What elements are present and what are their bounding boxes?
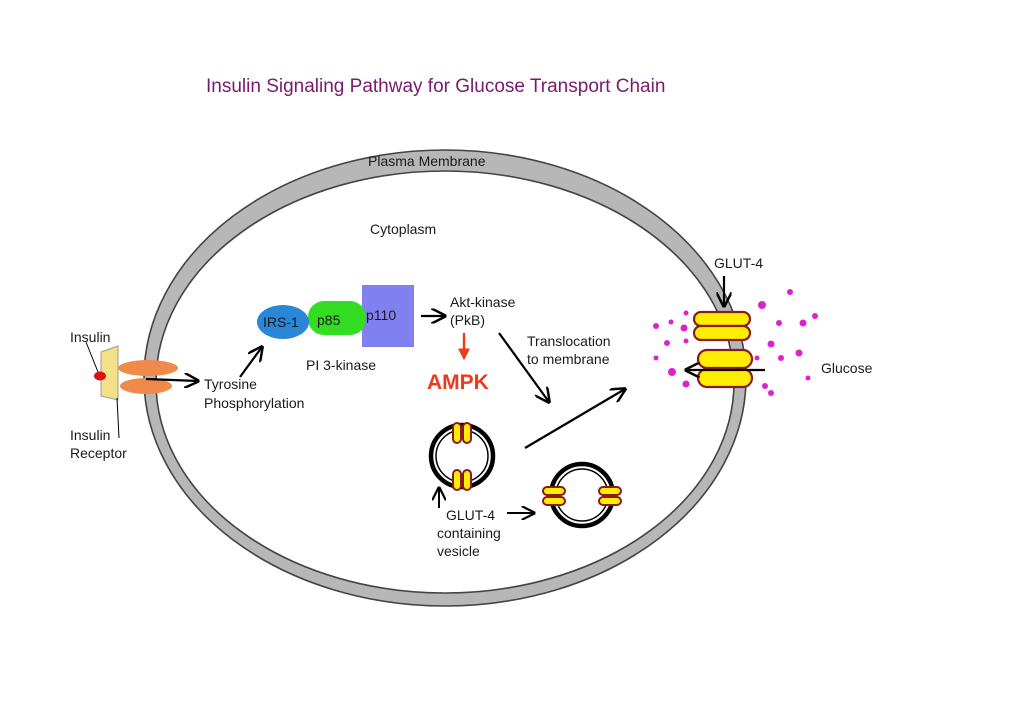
p85-label: p85 (317, 312, 341, 328)
translocation-label-1: Translocation (527, 333, 611, 349)
vesicle-label-2: containing (437, 525, 501, 541)
p110-subunit (362, 285, 414, 347)
glucose-label: Glucose (821, 360, 873, 376)
glut4-vesicle-1 (428, 422, 496, 491)
tyrosine-label-2: Phosphorylation (204, 395, 304, 411)
translocation-label-2: to membrane (527, 351, 610, 367)
vesicle-label-3: vesicle (437, 543, 480, 559)
glut4-top-label: GLUT-4 (714, 255, 763, 271)
phosphorylation-arrow (239, 347, 262, 378)
irs1-label: IRS-1 (263, 314, 299, 330)
p85-subunit (308, 301, 366, 335)
tyrosine-label-1: Tyrosine (204, 376, 257, 392)
glucose-molecules (653, 289, 818, 396)
pi3-kinase-label: PI 3-kinase (306, 357, 376, 373)
pi3-kinase-complex (257, 285, 414, 347)
insulin-molecule (94, 371, 106, 381)
receptor-pointer (116, 397, 120, 439)
insulin-receptor (94, 345, 178, 401)
insulin-label: Insulin (70, 329, 110, 345)
irs1-protein (257, 305, 309, 339)
insulin-receptor-label-1: Insulin (70, 427, 110, 443)
vesicle-membrane-arrow (524, 389, 625, 449)
akt-translocation-arrow (498, 332, 549, 402)
ampk-label: AMPK (427, 371, 489, 394)
insulin-receptor-label-2: Receptor (70, 445, 127, 461)
insulin-pointer (85, 341, 99, 373)
plasma-membrane-label: Plasma Membrane (368, 153, 486, 169)
plasma-membrane (143, 149, 747, 607)
akt-label-1: Akt-kinase (450, 294, 516, 310)
glut4-transporter (692, 310, 754, 389)
vesicle-label-1: GLUT-4 (446, 507, 495, 523)
p110-label: p110 (366, 307, 396, 323)
receptor-arrow (145, 379, 198, 381)
akt-label-2: (PkB) (450, 312, 485, 328)
diagram-title: Insulin Signaling Pathway for Glucose Tr… (206, 76, 665, 97)
glut4-vesicle-2 (542, 461, 622, 529)
cytoplasm-label: Cytoplasm (370, 221, 436, 237)
